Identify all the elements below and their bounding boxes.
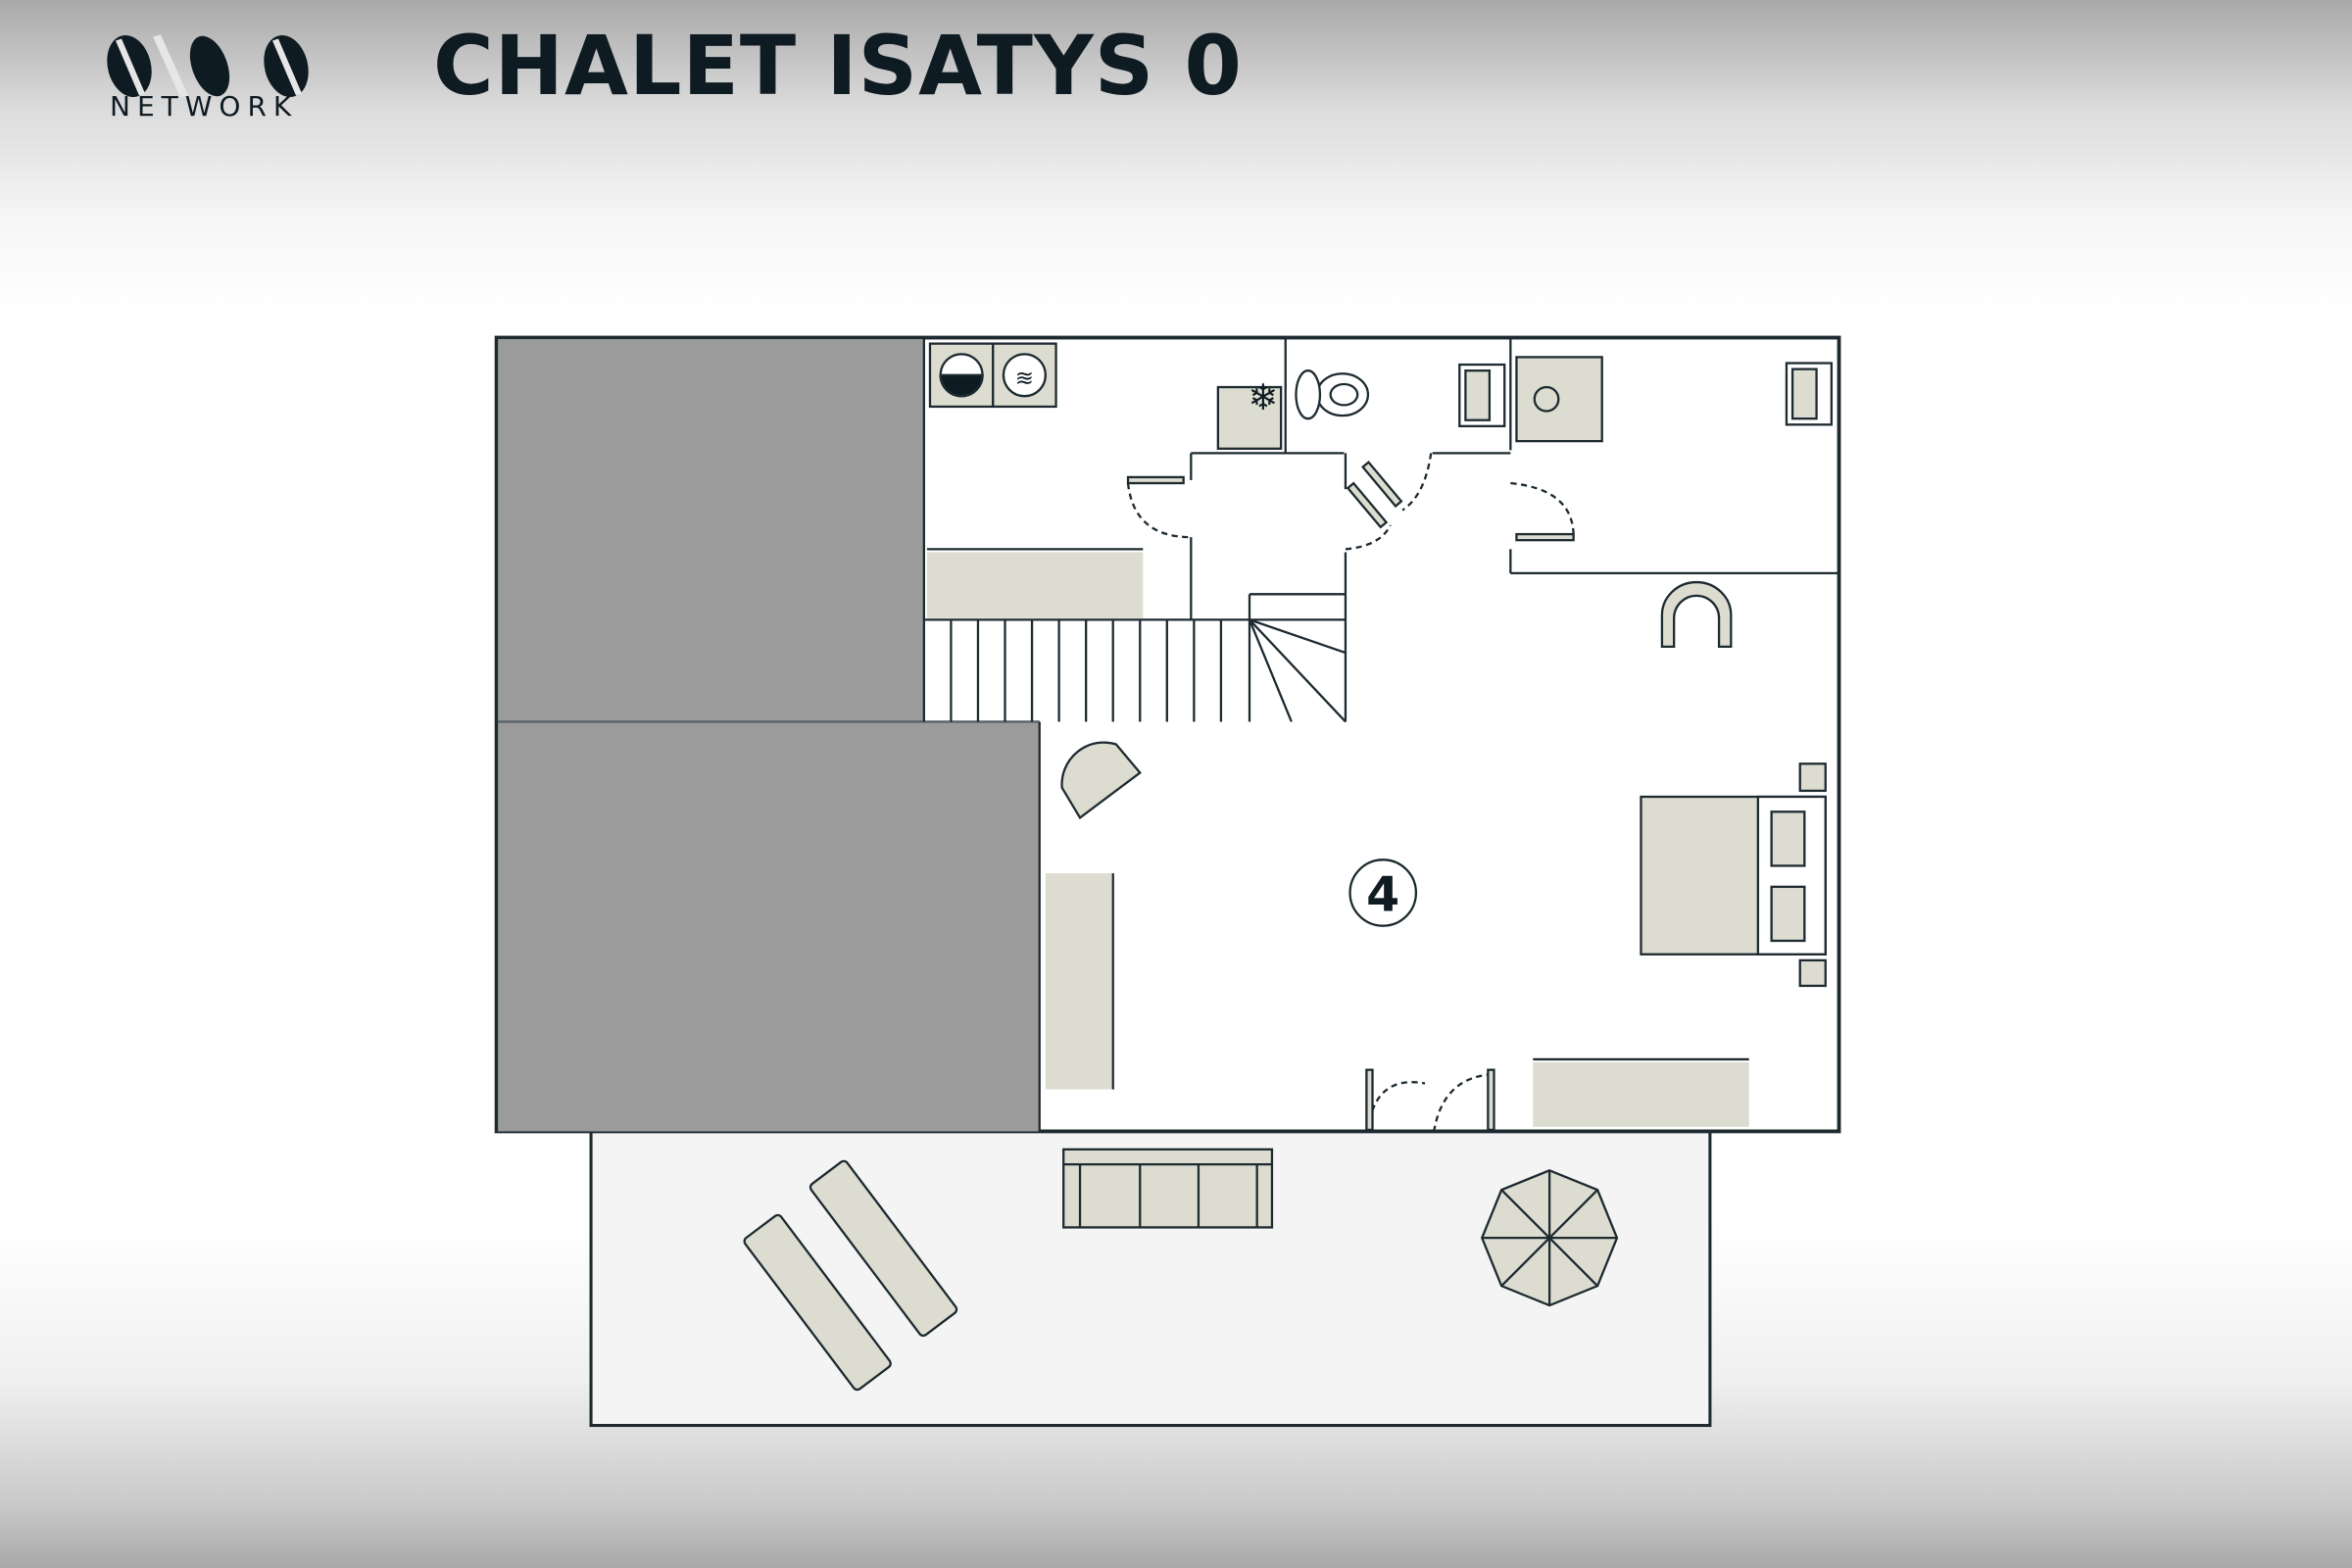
fireplace xyxy=(1660,580,1733,649)
page-title: CHALET ISATYS 0 xyxy=(433,18,1243,114)
armchair xyxy=(1060,741,1142,820)
heat-icon: ≋ xyxy=(1015,366,1034,391)
umbrella-ribs xyxy=(1482,1170,1617,1306)
freezer-icon xyxy=(1216,385,1283,450)
sun-lounger xyxy=(743,1213,892,1392)
counter-left xyxy=(1045,873,1112,1090)
snowflake-icon: ❄ xyxy=(1248,376,1278,418)
counter-bottom xyxy=(1533,1062,1749,1127)
sofa xyxy=(1062,1148,1274,1229)
kitchen-counter xyxy=(926,552,1144,618)
room-number: 4 xyxy=(1366,866,1399,922)
staircase xyxy=(923,593,1347,723)
room-number-circle xyxy=(1348,858,1418,927)
sun-lounger xyxy=(808,1159,958,1338)
ovo-logo xyxy=(107,34,309,98)
unused-area-bottom xyxy=(498,721,1040,1132)
logo-tagline: NETWORK xyxy=(110,90,299,122)
toilet xyxy=(1315,372,1370,417)
unused-area-top xyxy=(498,339,924,722)
